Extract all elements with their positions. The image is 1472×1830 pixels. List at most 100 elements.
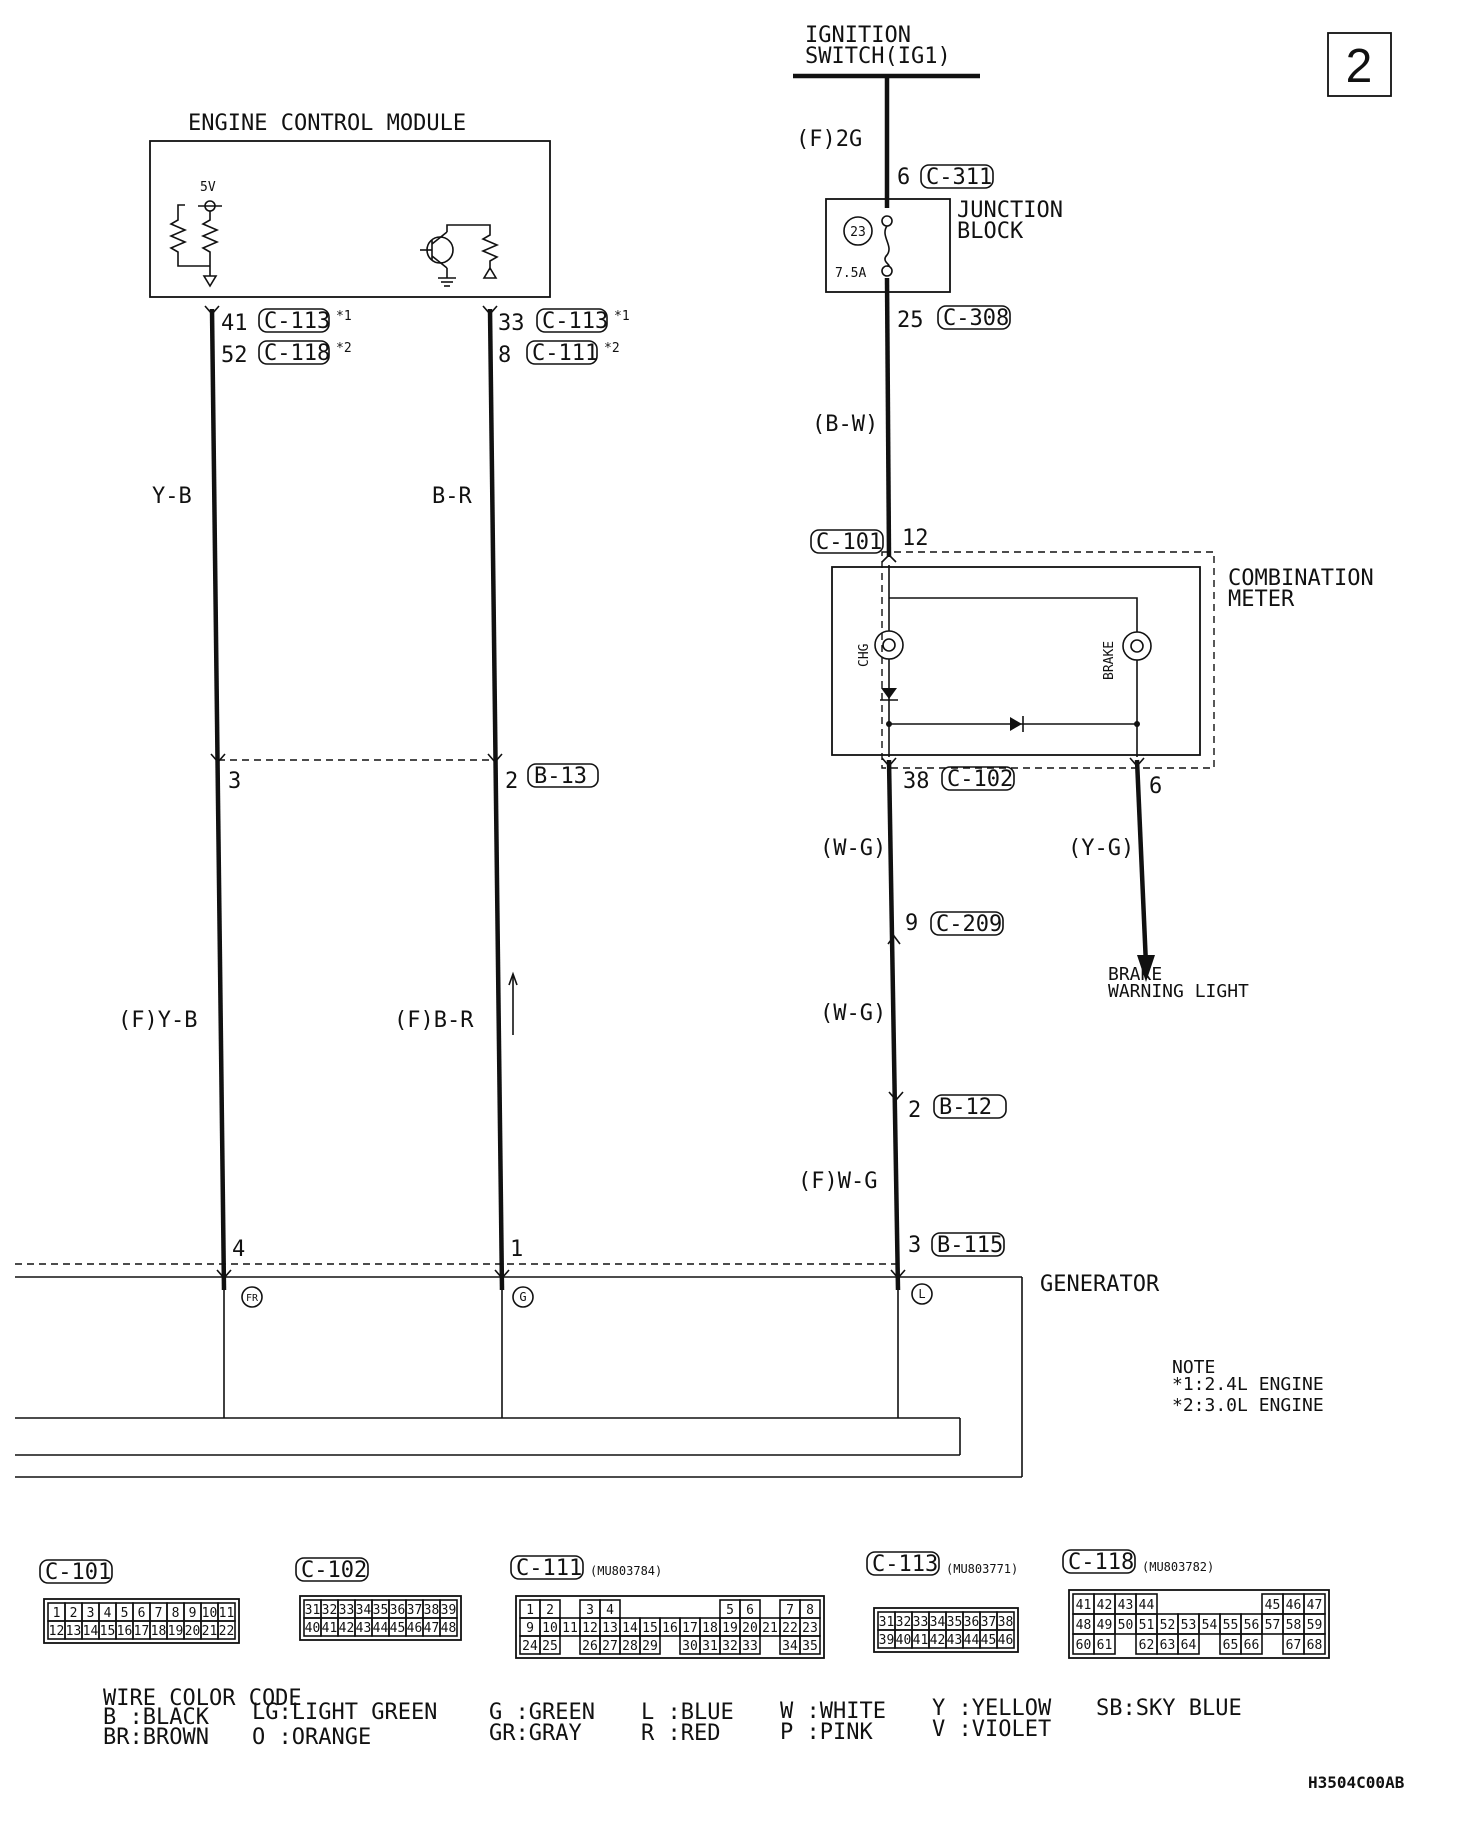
connector-c111-label-box bbox=[510, 1555, 584, 1580]
connector-pin-number: 42 bbox=[1097, 1598, 1113, 1613]
meter-in-conn: C-101 bbox=[816, 530, 882, 555]
legend-o: O :ORANGE bbox=[252, 1725, 371, 1750]
connector-pin-number: 10 bbox=[542, 1621, 558, 1636]
connector-pin-number: 42 bbox=[930, 1633, 946, 1648]
connector-pin-number: 57 bbox=[1265, 1618, 1281, 1633]
connector-c101-label: C-101 bbox=[45, 1560, 111, 1585]
connector-pin-number: 3 bbox=[586, 1603, 594, 1618]
connector-pin-number: 5 bbox=[121, 1606, 129, 1621]
jb-out-pin: 25 bbox=[897, 308, 924, 333]
brake-warning-label-1: BRAKE bbox=[1108, 964, 1162, 985]
connector-c102-label-box bbox=[295, 1557, 369, 1582]
meter-internal-bus bbox=[889, 597, 1138, 632]
connector-pin-number: 8 bbox=[806, 1603, 814, 1618]
connector-pin-number: 16 bbox=[117, 1624, 133, 1639]
connector-pin-number: 41 bbox=[322, 1621, 338, 1636]
connector-pin-number: 14 bbox=[622, 1621, 638, 1636]
wire-y-b bbox=[209, 308, 227, 1291]
connector-pin-number: 44 bbox=[1139, 1598, 1155, 1613]
meter-out-pin: 38 bbox=[903, 769, 930, 794]
b12-pin: 2 bbox=[908, 1098, 921, 1123]
connector-pin-number: 17 bbox=[682, 1621, 698, 1636]
left-color-top: Y-B bbox=[152, 484, 192, 509]
connector-pin-number: 43 bbox=[1118, 1598, 1134, 1613]
connector-pin-number: 68 bbox=[1307, 1638, 1323, 1653]
gen-arrow-l bbox=[890, 1269, 906, 1280]
legend-g: G :GREEN bbox=[489, 1700, 595, 1725]
fuse-number-circle bbox=[843, 216, 873, 246]
mid-joint-conn-box bbox=[527, 763, 599, 788]
left-conn-2-box bbox=[258, 340, 330, 365]
connector-pin-number: 40 bbox=[896, 1633, 912, 1648]
connector-pin-number: 19 bbox=[168, 1624, 184, 1639]
b12-arrow bbox=[888, 1091, 904, 1102]
connector-pin-number: 35 bbox=[373, 1603, 389, 1618]
combination-meter-box bbox=[831, 566, 1201, 756]
connector-pin-number: 9 bbox=[526, 1621, 534, 1636]
mid-conn-2-box bbox=[526, 340, 598, 365]
page-number-box bbox=[1327, 32, 1392, 97]
mid-joint-conn: B-13 bbox=[534, 764, 587, 789]
mid-conn: C-209 bbox=[936, 912, 1002, 937]
connector-c111-part: (MU803784) bbox=[590, 1564, 662, 1578]
combination-meter-label-2: METER bbox=[1228, 587, 1295, 612]
connector-pin-number: 11 bbox=[562, 1621, 578, 1636]
connector-pin-number: 37 bbox=[407, 1603, 423, 1618]
connector-pin-number: 5 bbox=[726, 1603, 734, 1618]
mid-note-2: *2 bbox=[604, 341, 620, 356]
connector-pin-number: 54 bbox=[1202, 1618, 1218, 1633]
connector-pin-number: 62 bbox=[1139, 1638, 1155, 1653]
connector-pin-number: 41 bbox=[913, 1633, 929, 1648]
gen-conn-box bbox=[931, 1232, 1005, 1257]
connector-cavity bbox=[639, 1635, 661, 1655]
mid-conn-arrow bbox=[887, 934, 901, 945]
connector-pin-number: 32 bbox=[896, 1615, 912, 1630]
cross-link-node-left bbox=[886, 721, 892, 727]
legend-lg: LG:LIGHT GREEN bbox=[252, 1700, 437, 1725]
document-code: H3504C00AB bbox=[1308, 1773, 1405, 1792]
connector-housing bbox=[299, 1595, 462, 1641]
connector-pin-number: 45 bbox=[981, 1633, 997, 1648]
connector-pin-number: 1 bbox=[53, 1606, 61, 1621]
connector-c111-label: C-111 bbox=[516, 1556, 582, 1581]
ignition-wire-color: (F)2G bbox=[796, 127, 862, 152]
connector-pin-number: 56 bbox=[1244, 1618, 1260, 1633]
mid-joint-arrow bbox=[487, 753, 503, 764]
mid-color-top: B-R bbox=[432, 484, 472, 509]
connector-pin-number: 20 bbox=[185, 1624, 201, 1639]
left-gen-pin: 4 bbox=[232, 1237, 245, 1262]
brake-warning-label-2: WARNING LIGHT bbox=[1108, 981, 1249, 1002]
ignition-switch-title-2: SWITCH(IG1) bbox=[805, 44, 951, 69]
meter-in-arrow bbox=[881, 553, 897, 563]
meter-in-pin: 12 bbox=[902, 526, 929, 551]
connector-pin-number: 36 bbox=[390, 1603, 406, 1618]
gen-conn: B-115 bbox=[937, 1233, 1003, 1258]
connector-pin-number: 23 bbox=[802, 1621, 818, 1636]
connector-cavity bbox=[1177, 1633, 1200, 1655]
connector-pin-number: 21 bbox=[762, 1621, 778, 1636]
terminal-g: G bbox=[519, 1290, 526, 1304]
legend-l: L :BLUE bbox=[641, 1700, 734, 1725]
brake-out-pin: 6 bbox=[1149, 774, 1162, 799]
connector-pin-number: 44 bbox=[373, 1621, 389, 1636]
connector-cavity bbox=[439, 1617, 458, 1637]
connector-pin-number: 8 bbox=[172, 1606, 180, 1621]
brake-diode-icon bbox=[1010, 717, 1022, 731]
mid-gen-pin: 1 bbox=[510, 1237, 523, 1262]
connector-cavity bbox=[1093, 1633, 1116, 1655]
legend-b: B :BLACK bbox=[103, 1705, 210, 1730]
left-joint-pin: 3 bbox=[228, 769, 241, 794]
connector-pin-number: 31 bbox=[702, 1639, 718, 1654]
meter-out-conn: C-102 bbox=[947, 767, 1013, 792]
connector-pin-number: 44 bbox=[964, 1633, 980, 1648]
connector-pin-number: 3 bbox=[87, 1606, 95, 1621]
brake-warning-arrowhead bbox=[1137, 955, 1155, 982]
left-color-bottom: (F)Y-B bbox=[118, 1008, 197, 1033]
wire-color-w-g-2: (W-G) bbox=[820, 1001, 886, 1026]
connector-c113-label: C-113 bbox=[872, 1552, 938, 1577]
terminal-l-circle bbox=[911, 1283, 933, 1305]
connector-pin-number: 46 bbox=[407, 1621, 423, 1636]
connector-pin-number: 11 bbox=[219, 1606, 235, 1621]
